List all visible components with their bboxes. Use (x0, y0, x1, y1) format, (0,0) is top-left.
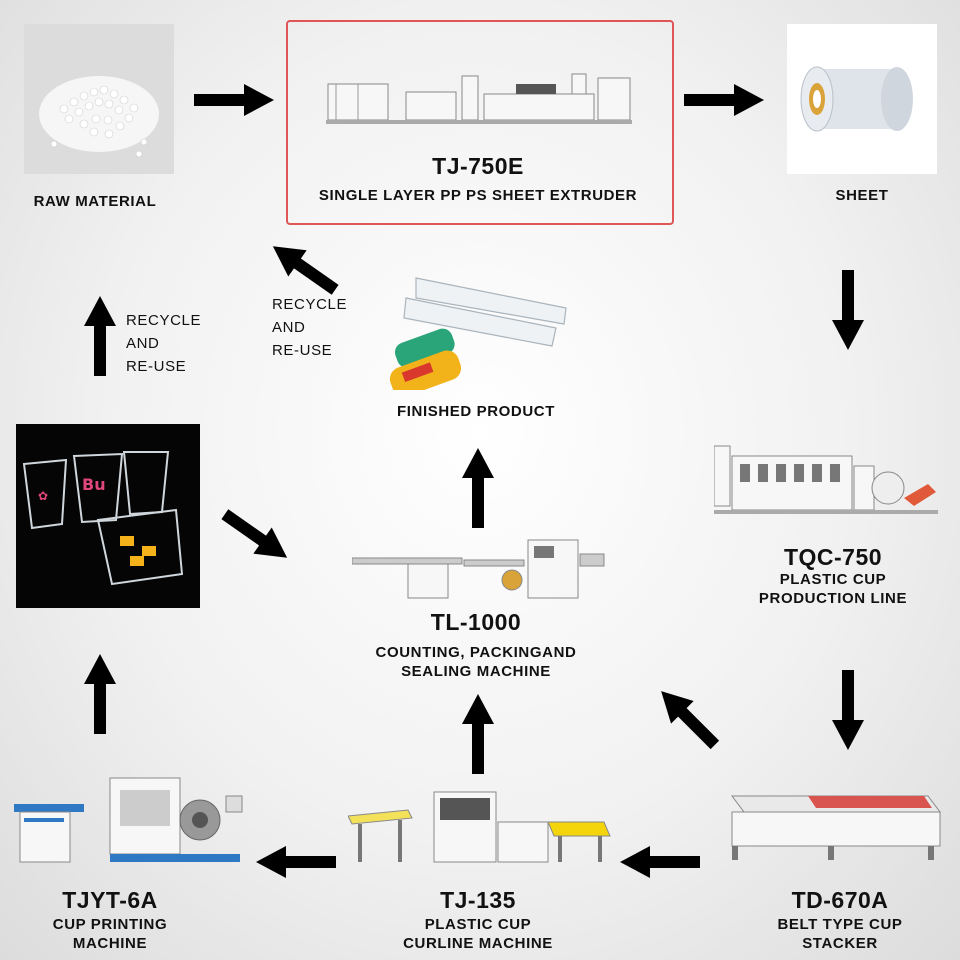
tj135-desc-line2: CURLINE MACHINE (403, 935, 553, 952)
recycle-center-line1: RECYCLE (272, 296, 348, 313)
recycle-left-line2: AND (126, 335, 160, 352)
tj135-model: TJ-135 (440, 887, 516, 913)
tl1000-machine-image (351, 530, 606, 602)
tj135-desc-line1: PLASTIC CUP (424, 916, 532, 933)
sheet-roll-image (787, 24, 937, 174)
tjyt6a-desc-line2: MACHINE (72, 935, 148, 952)
recycle-left-line3: RE-USE (126, 358, 187, 375)
arrow-down-right-icon (218, 508, 294, 564)
tjyt6a-desc-line1: CUP PRINTING (52, 916, 168, 933)
extruder-model: TJ-750E (432, 153, 524, 179)
raw-material-image (24, 24, 174, 174)
recycle-center-line2: AND (272, 319, 306, 336)
tl1000-model: TL-1000 (430, 609, 522, 635)
tj135-machine-image (347, 788, 614, 868)
arrow-left-icon (256, 846, 336, 878)
svg-text:✿: ✿ (38, 489, 48, 503)
arrow-down-icon (832, 670, 864, 750)
arrow-down-icon (832, 270, 864, 350)
svg-text:Bu: Bu (82, 475, 106, 494)
arrow-left-icon (620, 846, 700, 878)
recycle-left-line1: RECYCLE (126, 312, 202, 329)
arrow-right-icon (194, 84, 274, 116)
arrow-up-icon (462, 694, 494, 774)
recycle-center-line3: RE-USE (272, 342, 333, 359)
arrow-right-icon (684, 84, 764, 116)
extruder-highlight-box (286, 20, 674, 225)
tjyt6a-machine-image (10, 774, 246, 874)
arrow-up-left-icon (650, 680, 726, 756)
sheet-label: SHEET (835, 187, 889, 204)
finished-product-label: FINISHED PRODUCT (397, 403, 555, 420)
printed-cups-image: Bu ✿ (16, 424, 200, 608)
arrow-up-left-icon (266, 240, 342, 296)
arrow-up-icon (462, 448, 494, 528)
td670a-desc-line1: BELT TYPE CUP (777, 916, 903, 933)
tqc750-desc-line2: PRODUCTION LINE (758, 590, 908, 607)
tl1000-desc-line2: SEALING MACHINE (401, 663, 551, 680)
raw-material-label: RAW MATERIAL (33, 193, 157, 210)
td670a-machine-image (728, 782, 944, 862)
finished-product-image (376, 258, 576, 397)
arrow-up-icon (84, 654, 116, 734)
tqc750-desc-line1: PLASTIC CUP (779, 571, 887, 588)
tl1000-desc-line1: COUNTING, PACKINGAND (375, 644, 577, 661)
tqc750-machine-image (713, 436, 938, 520)
extruder-machine-image (326, 70, 632, 128)
td670a-model: TD-670A (791, 887, 889, 913)
td670a-desc-line2: STACKER (802, 935, 878, 952)
tjyt6a-model: TJYT-6A (62, 887, 158, 913)
tqc750-model: TQC-750 (783, 544, 883, 570)
arrow-up-icon (84, 296, 116, 376)
extruder-desc: SINGLE LAYER PP PS SHEET EXTRUDER (318, 187, 638, 204)
